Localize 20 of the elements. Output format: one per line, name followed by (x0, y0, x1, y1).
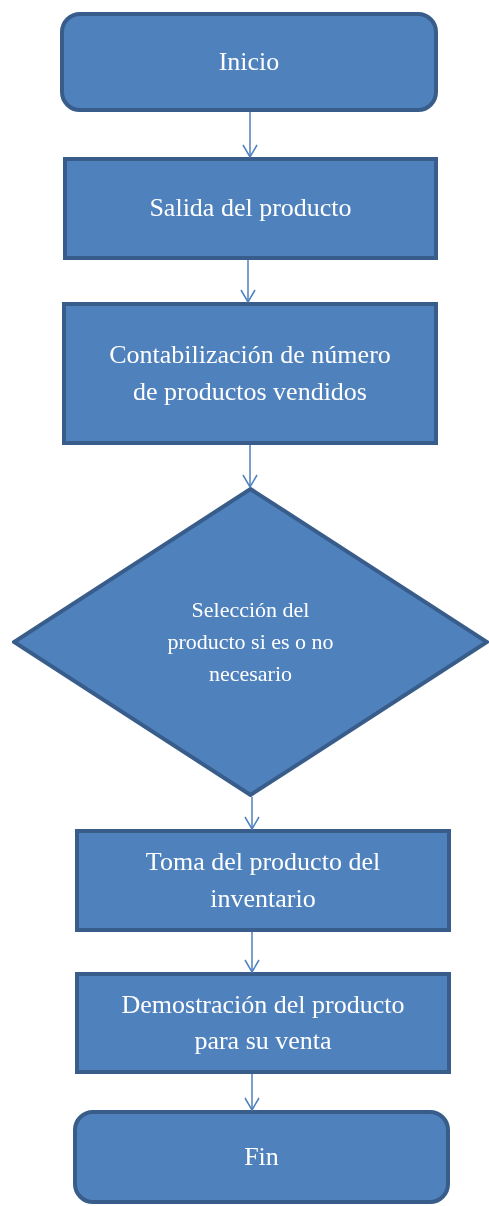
process-box (62, 302, 438, 445)
arrow (242, 444, 258, 488)
terminal-box (60, 12, 438, 112)
node-label: Fin (244, 1140, 279, 1173)
node-label: Selección del producto si es o no necesario (166, 596, 335, 688)
arrow (244, 796, 260, 830)
process-box (75, 972, 451, 1074)
arrow (242, 111, 258, 158)
node-label: Toma del producto del inventario (144, 846, 382, 915)
node-label: Contabilización de número de productos vendidos (108, 339, 392, 408)
decision-diamond (12, 487, 489, 797)
terminal-box (73, 1110, 450, 1204)
node-label: Demostración del producto para su venta (120, 988, 406, 1057)
process-box (75, 829, 451, 932)
arrow (240, 259, 256, 303)
node-label: Salida del producto (149, 192, 352, 225)
arrow (244, 931, 260, 973)
arrow (244, 1073, 260, 1111)
node-label: Inicio (218, 45, 280, 78)
process-box (63, 157, 438, 260)
